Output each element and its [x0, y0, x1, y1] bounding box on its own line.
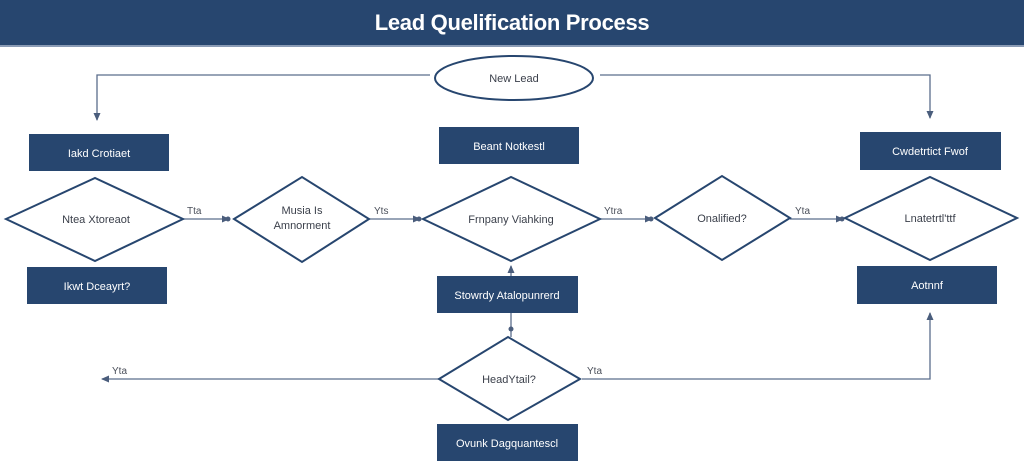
- header-bar: Lead Quelification Process: [0, 0, 1024, 47]
- node-box-center-top[interactable]: Beant Notkestl: [439, 127, 579, 164]
- node-decision-budget-label-2: Amnorment: [274, 220, 331, 232]
- edge-label: Yta: [795, 206, 810, 217]
- node-box-left-bottom[interactable]: Ikwt Dceayrt?: [27, 267, 167, 304]
- edge-bottom-to-right: [582, 312, 934, 380]
- node-decision-qualified-label: Onalified?: [697, 213, 747, 225]
- edge-start-to-left: [93, 74, 430, 121]
- diagram-title: Lead Quelification Process: [374, 9, 650, 35]
- edge-start-to-right: [600, 74, 934, 119]
- node-decision-right-label: Lnatetrtl'ttf: [904, 213, 956, 225]
- connector-dot: [225, 216, 231, 222]
- edge-label: Ytra: [604, 206, 623, 217]
- connector-dot: [416, 216, 422, 222]
- edge-label: Yts: [374, 206, 388, 217]
- node-box-bottom-label: Ovunk Dagquantescl: [456, 438, 558, 450]
- node-start[interactable]: New Lead: [434, 55, 594, 101]
- node-decision-needs-label: Ntea Xtoreaot: [62, 214, 130, 226]
- node-box-initial-contact[interactable]: Iakd Crotiaet: [29, 134, 169, 171]
- node-decision-bottom-label: HeadYtail?: [482, 374, 536, 386]
- node-decision-budget[interactable]: Musia Is Amnorment: [232, 175, 371, 264]
- node-decision-right[interactable]: Lnatetrtl'ttf: [842, 175, 1020, 262]
- node-decision-center-label: Frnpany Viahking: [468, 214, 553, 226]
- node-start-label: New Lead: [489, 73, 539, 85]
- connector-dot: [508, 326, 514, 332]
- node-box-right-top[interactable]: Cwdetrtict Fwof: [860, 132, 1001, 170]
- node-box-right-top-label: Cwdetrtict Fwof: [892, 146, 969, 158]
- node-box-center-mid[interactable]: Stowrdy Atalopunrerd: [437, 276, 578, 313]
- node-box-center-mid-label: Stowrdy Atalopunrerd: [454, 290, 559, 302]
- node-box-right-bottom[interactable]: Aotnnf: [857, 266, 997, 304]
- node-decision-center[interactable]: Frnpany Viahking: [420, 175, 603, 263]
- edge-label: Yta: [112, 366, 127, 377]
- node-decision-needs[interactable]: Ntea Xtoreaot: [3, 176, 186, 263]
- node-box-right-bottom-label: Aotnnf: [911, 280, 944, 292]
- node-decision-budget-label-1: Musia Is: [282, 205, 323, 217]
- node-box-bottom[interactable]: Ovunk Dagquantescl: [437, 424, 578, 461]
- node-box-initial-contact-label: Iakd Crotiaet: [68, 148, 130, 160]
- connector-dot: [839, 216, 845, 222]
- edge-label: Tta: [187, 206, 202, 217]
- connector-dot: [648, 216, 654, 222]
- edge-label: Yta: [587, 366, 602, 377]
- node-decision-bottom[interactable]: HeadYtail?: [437, 335, 583, 422]
- node-box-left-bottom-label: Ikwt Dceayrt?: [64, 281, 131, 293]
- node-decision-qualified[interactable]: Onalified?: [653, 174, 792, 262]
- node-box-center-top-label: Beant Notkestl: [473, 141, 545, 153]
